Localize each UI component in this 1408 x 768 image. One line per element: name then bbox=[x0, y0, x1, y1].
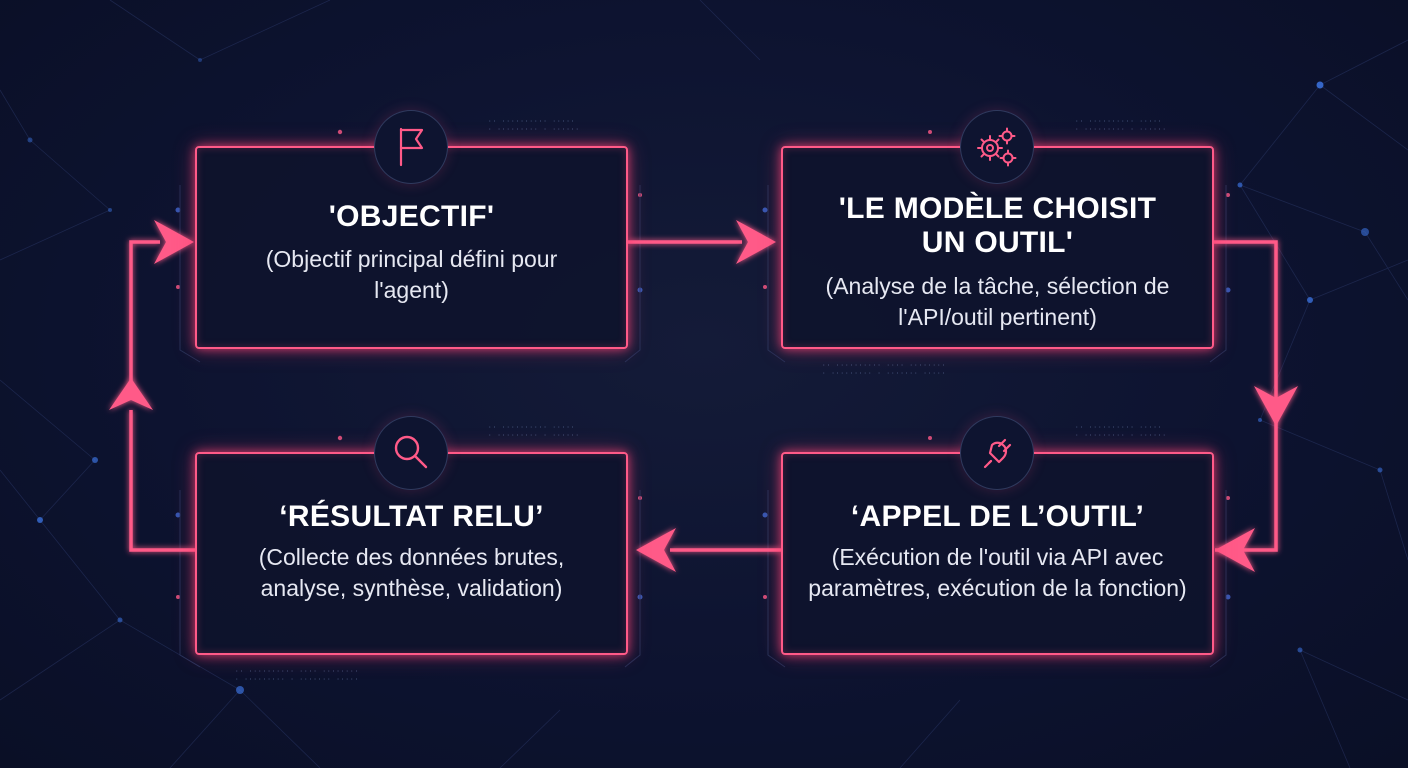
step-description: (Analyse de la tâche, sélection de l'API… bbox=[825, 273, 1170, 330]
step-title: ‘RÉSULTAT RELU’ bbox=[279, 500, 544, 533]
flag-icon bbox=[374, 110, 448, 184]
step-card-resultat-relu: ‘RÉSULTAT RELU’ (Collecte des données br… bbox=[195, 452, 628, 655]
decorative-dots: ·· ·········· ···· ········ · ········· … bbox=[235, 668, 360, 683]
decorative-dots: ·· ·········· ···· ········ · ········· … bbox=[822, 362, 947, 377]
decorative-dots: ·· ·········· ····· · ········· · ······ bbox=[488, 424, 581, 439]
plug-icon bbox=[960, 416, 1034, 490]
step-title: 'LE MODÈLE CHOISIT UN OUTIL' bbox=[838, 192, 1157, 259]
step-title: ‘APPEL DE L’OUTIL’ bbox=[850, 500, 1145, 533]
magnifier-icon bbox=[374, 416, 448, 490]
step-title: 'OBJECTIF' bbox=[328, 200, 495, 233]
decorative-dots: ·· ·········· ····· · ········· · ······ bbox=[1075, 424, 1168, 439]
gears-icon bbox=[960, 110, 1034, 184]
decorative-dots: ·· ·········· ····· · ········· · ······ bbox=[1075, 118, 1168, 133]
step-description: (Collecte des données brutes, analyse, s… bbox=[258, 544, 565, 601]
step-description: (Exécution de l'outil via API avec param… bbox=[808, 544, 1187, 601]
step-description: (Objectif principal défini pour l'agent) bbox=[265, 246, 558, 303]
decorative-dots: ·· ·········· ····· · ········· · ······ bbox=[488, 118, 581, 133]
